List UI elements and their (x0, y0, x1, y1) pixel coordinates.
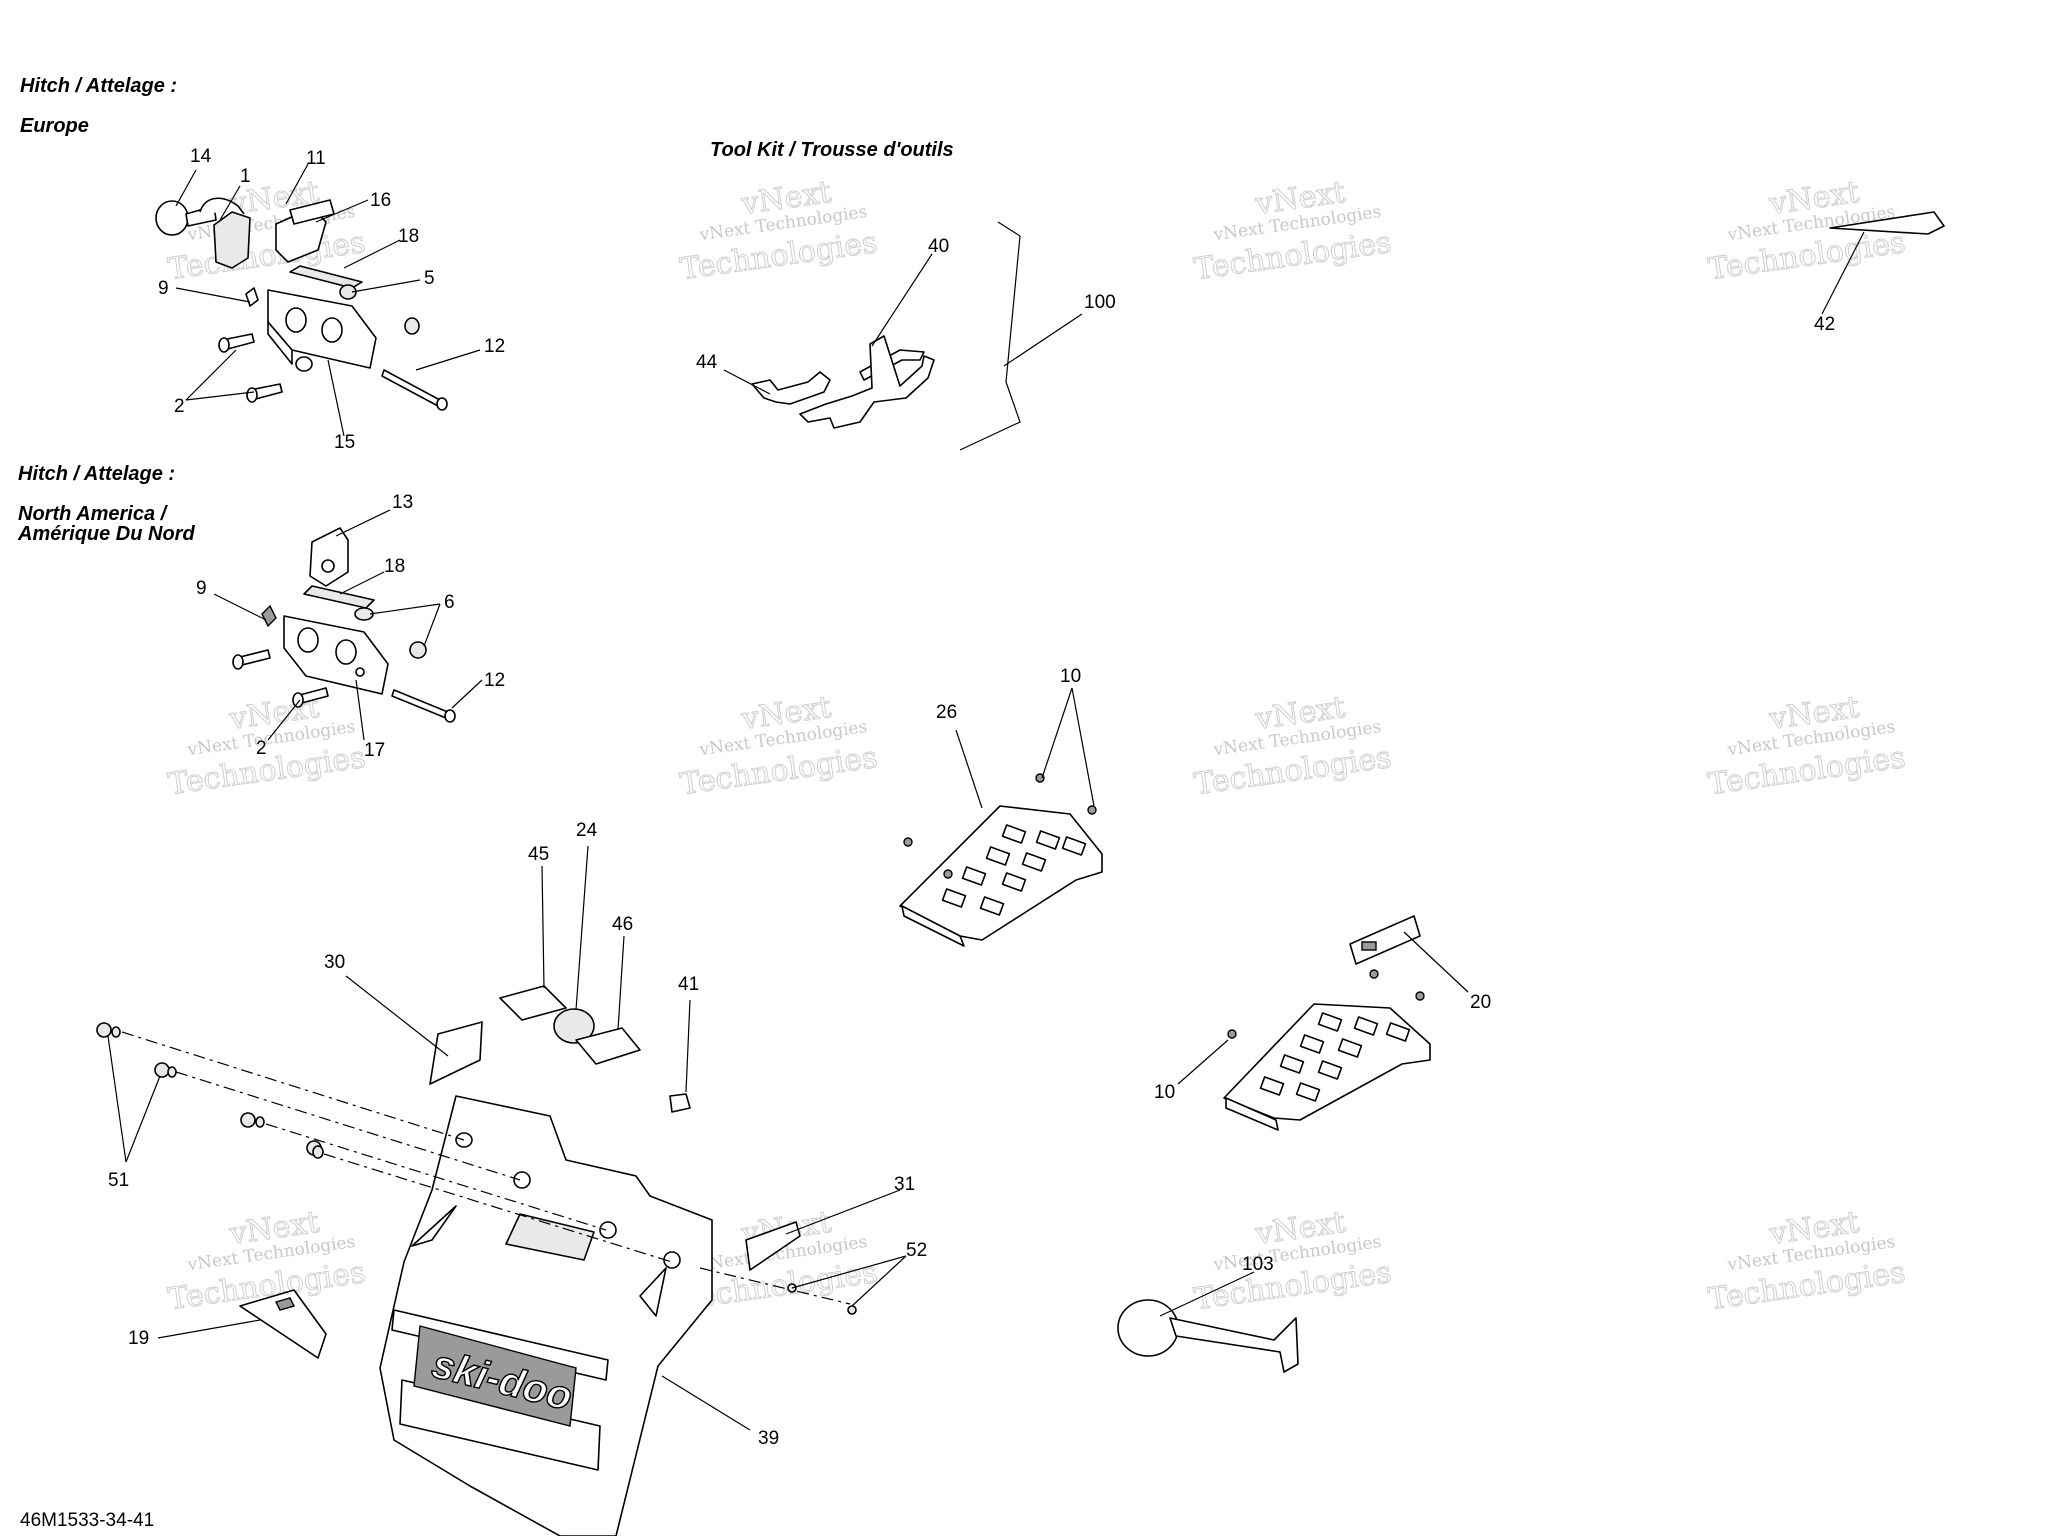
decal-part (1829, 211, 1945, 235)
callout-label: 44 (696, 352, 718, 373)
spanner-tool-part (799, 335, 935, 429)
alignment-line (699, 1267, 851, 1305)
callout-label: 6 (444, 592, 455, 613)
callout-label: 17 (364, 740, 385, 761)
front-hood-part: ski-doo (379, 1095, 713, 1536)
tool-kit-assembly (751, 221, 1021, 451)
badge-part (553, 1008, 595, 1044)
section-title-hitch-europe: Hitch / Attelage : (20, 75, 178, 97)
callout-label: 46 (612, 914, 633, 935)
callout-label: 40 (928, 236, 949, 257)
callout-label: 18 (398, 226, 419, 247)
leader-lines (107, 163, 1865, 1431)
decal-part (575, 1027, 641, 1065)
section-subtitle-north-america: North America / (18, 503, 167, 525)
callout-label: 18 (384, 556, 405, 577)
callout-label: 30 (324, 952, 345, 973)
alignment-line (265, 1123, 607, 1231)
alignment-line (175, 1071, 521, 1181)
nut-part (409, 641, 427, 659)
callout-label: 12 (484, 336, 505, 357)
tool-kit-bracket (959, 221, 1021, 451)
section-title-tool-kit: Tool Kit / Trousse d'outils (710, 139, 954, 161)
hook-part (261, 604, 277, 628)
callout-label: 13 (392, 492, 413, 513)
callout-labels: 14 1 11 16 18 9 5 12 2 15 40 100 44 42 1… (108, 146, 1835, 1449)
nut-part (339, 284, 420, 335)
callout-label: 41 (678, 974, 699, 995)
callout-label: 45 (528, 844, 549, 865)
callout-label: 5 (424, 268, 435, 289)
label-plate-part (1349, 915, 1421, 965)
long-bolt-part (391, 689, 456, 723)
callout-label: 51 (108, 1170, 129, 1191)
decal-part (429, 1021, 483, 1085)
callout-label: 26 (936, 702, 957, 723)
brand-logo: ski-doo (413, 1325, 577, 1427)
watermark-layer: vNext Technologies vNext Technologies vN… (165, 174, 1907, 1317)
screw-part (1227, 969, 1425, 1039)
hitch-tongue-part (309, 527, 349, 587)
footrest-lower-part (1223, 1003, 1431, 1131)
long-bolt-part (381, 369, 448, 411)
alignment-line (121, 1031, 465, 1141)
callout-label: 2 (256, 738, 267, 759)
screw-part (847, 1305, 857, 1315)
callout-label: 24 (576, 820, 598, 841)
footrest-upper-part (899, 805, 1103, 947)
callout-label: 16 (370, 190, 391, 211)
hitch-north-america-assembly (232, 527, 456, 723)
clip-part (669, 1093, 691, 1113)
bolt-part (218, 333, 283, 403)
callout-label: 100 (1084, 292, 1116, 313)
callout-label: 39 (758, 1428, 779, 1449)
diagram-code: 46M1533-34-41 (20, 1510, 155, 1531)
hook-part (245, 287, 259, 307)
callout-label: 14 (190, 146, 212, 167)
callout-label: 10 (1060, 666, 1081, 687)
callout-label: 12 (484, 670, 505, 691)
section-subtitle-amerique-du-nord: Amérique Du Nord (18, 523, 195, 545)
callout-label: 15 (334, 432, 355, 453)
alignment-line (323, 1153, 673, 1263)
wrench-part (751, 371, 831, 405)
callout-label: 1 (240, 166, 251, 187)
callout-label: 20 (1470, 992, 1491, 1013)
callout-label: 9 (158, 278, 169, 299)
clip-part (213, 211, 251, 269)
hitch-europe-assembly (155, 197, 448, 411)
hitch-block-part (283, 615, 389, 695)
decal-part (499, 985, 567, 1021)
section-title-hitch-na: Hitch / Attelage : (18, 463, 176, 485)
callout-label: 11 (306, 148, 326, 169)
bolt-part (232, 649, 329, 708)
fastener-rivet-part (96, 1022, 324, 1159)
callout-label: 19 (128, 1328, 149, 1349)
callout-label: 2 (174, 396, 185, 417)
callout-label: 9 (196, 578, 207, 599)
hitch-block-part (267, 289, 377, 372)
screw-part (903, 773, 1097, 879)
callout-label: 10 (1154, 1082, 1175, 1103)
callout-label: 103 (1242, 1254, 1274, 1275)
callout-label: 52 (906, 1240, 927, 1261)
decal-part (239, 1289, 327, 1359)
hitch-plate-part (303, 585, 375, 609)
callout-label: 31 (894, 1174, 915, 1195)
lock-pin-part (199, 197, 245, 215)
section-subtitle-europe: Europe (20, 115, 89, 137)
callout-label: 42 (1814, 314, 1835, 335)
hitch-plate-part (289, 265, 363, 289)
